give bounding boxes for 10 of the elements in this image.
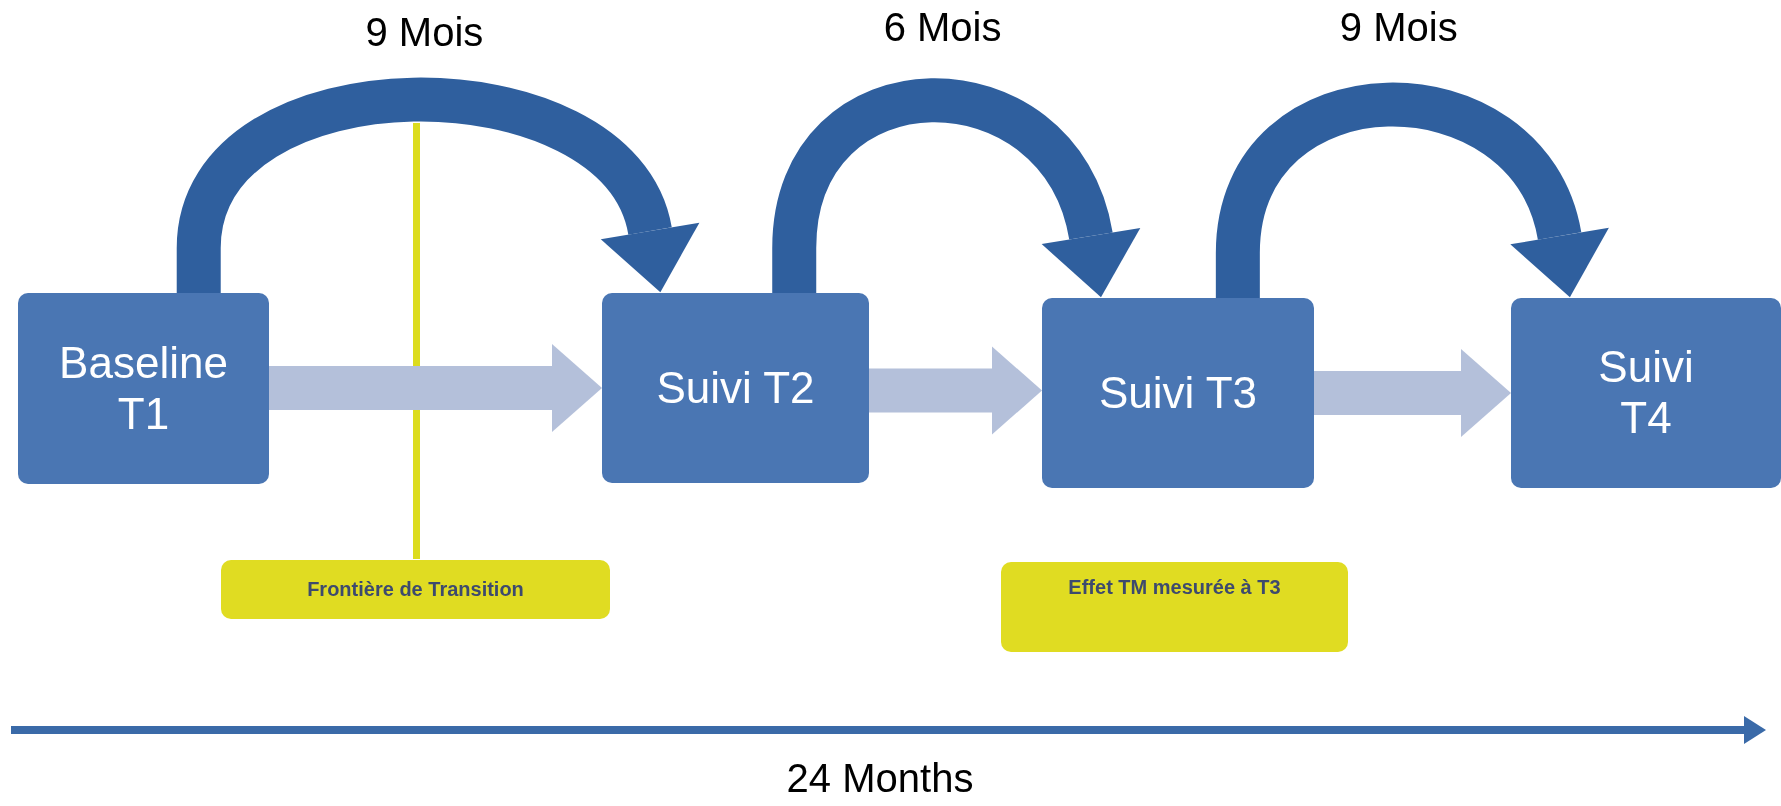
- stage-box: Suivi T4: [1511, 298, 1781, 488]
- stage-box: Suivi T2: [602, 293, 869, 483]
- note-box: Effet TM mesurée à T3: [1001, 562, 1348, 652]
- block-arrow: [269, 344, 602, 432]
- curved-arrow: [176, 77, 697, 293]
- block-arrow: [1314, 349, 1511, 437]
- stage-box: Baseline T1: [18, 293, 269, 484]
- note-box: Frontière de Transition: [221, 560, 610, 619]
- block-arrow: [869, 346, 1042, 435]
- stage-box: Suivi T3: [1042, 298, 1314, 488]
